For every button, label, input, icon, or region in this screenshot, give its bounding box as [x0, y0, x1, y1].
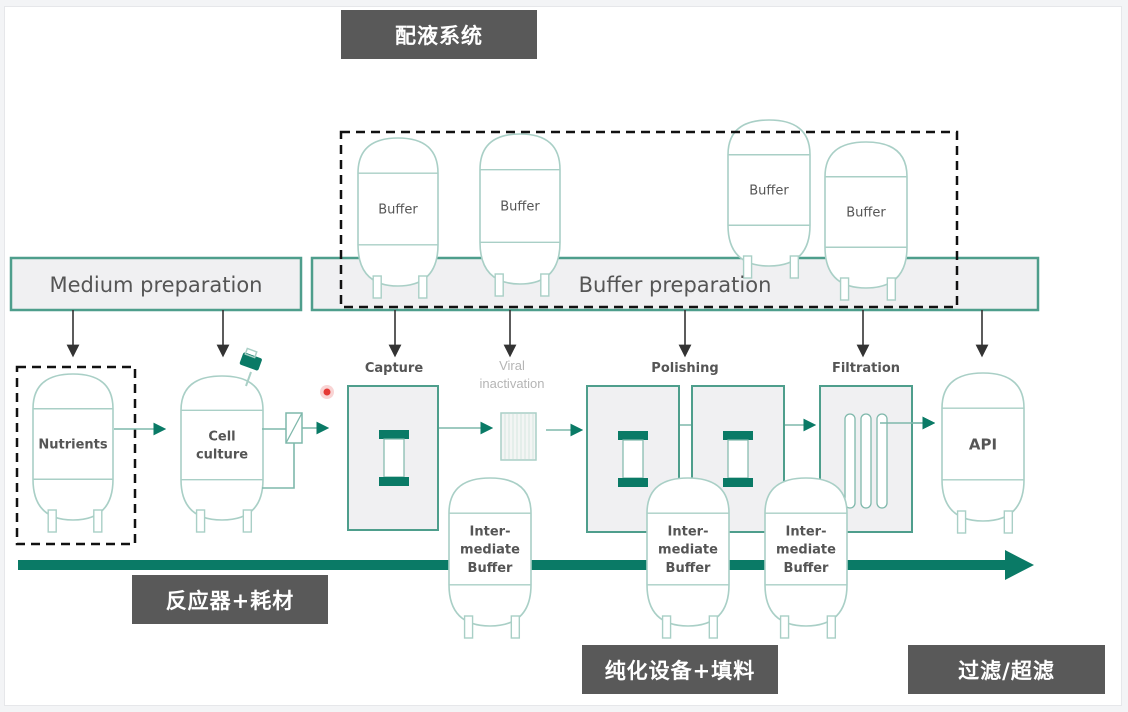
- intermediate-buffer-tank-3-label: Buffer: [784, 561, 830, 576]
- filtration-label: Filtration: [832, 361, 900, 376]
- medium-preparation-label: Medium preparation: [50, 273, 263, 297]
- feed-arrows: [66, 310, 989, 358]
- buffer-preparation-label: Buffer preparation: [579, 273, 772, 297]
- tag-liquid-system: 配液系统: [341, 10, 537, 59]
- sensor-icon: [239, 347, 262, 387]
- viral-inactivation-label-2: inactivation: [479, 376, 544, 391]
- buffer-tank-3-label: Buffer: [749, 184, 789, 199]
- capture-label: Capture: [365, 361, 423, 376]
- intermediate-buffer-tank-2-label: Buffer: [666, 561, 712, 576]
- viral-inactivation-label-1: Viral: [499, 358, 525, 373]
- buffer-tank-2-label: Buffer: [500, 200, 540, 215]
- inline-filter-icon: [285, 412, 303, 444]
- medium-preparation-bar: Medium preparation: [9, 256, 303, 312]
- capture-column: [347, 385, 439, 531]
- intermediate-buffer-tank-3-label: Inter-: [786, 524, 827, 539]
- intermediate-buffer-tank-1-label: Buffer: [468, 561, 514, 576]
- buffer-tank-2: Buffer: [479, 133, 561, 297]
- buffer-tank-1-label: Buffer: [378, 203, 418, 218]
- polishing-label: Polishing: [651, 361, 718, 376]
- nutrients-tank: Nutrients: [32, 373, 114, 533]
- tag-reactor-consumables: 反应器+耗材: [132, 575, 328, 624]
- intermediate-buffer-tank-2-label: Inter-: [668, 524, 709, 539]
- reactor-highlight-box: [15, 365, 137, 546]
- intermediate-buffer-tank-1-label: Inter-: [470, 524, 511, 539]
- buffer-tank-3: Buffer: [727, 119, 811, 279]
- cursor-indicator: [320, 385, 334, 399]
- buffer-tank-4: Buffer: [824, 141, 908, 301]
- tag-filtration-uf: 过滤/超滤: [908, 645, 1105, 694]
- intermediate-buffer-tank-3-label: mediate: [776, 543, 836, 558]
- api-tank: API: [941, 372, 1025, 534]
- liquid-system-highlight-box: [339, 130, 959, 309]
- cell-culture-bioreactor-label: culture: [196, 448, 248, 463]
- polishing-column-1: [586, 385, 680, 533]
- buffer-tank-4-label: Buffer: [846, 206, 886, 221]
- intermediate-buffer-tank-1-label: mediate: [460, 543, 520, 558]
- viral-inactivation-tank: [500, 412, 537, 461]
- api-tank-label: API: [969, 435, 997, 453]
- nutrients-tank-label: Nutrients: [38, 438, 108, 453]
- tag-purification-resin: 纯化设备+填料: [582, 645, 778, 694]
- cell-culture-bioreactor: Cell culture: [180, 375, 264, 533]
- intermediate-buffer-tank-2-label: mediate: [658, 543, 718, 558]
- buffer-tank-1: Buffer: [357, 137, 439, 299]
- cell-culture-bioreactor-label: Cell: [208, 429, 235, 444]
